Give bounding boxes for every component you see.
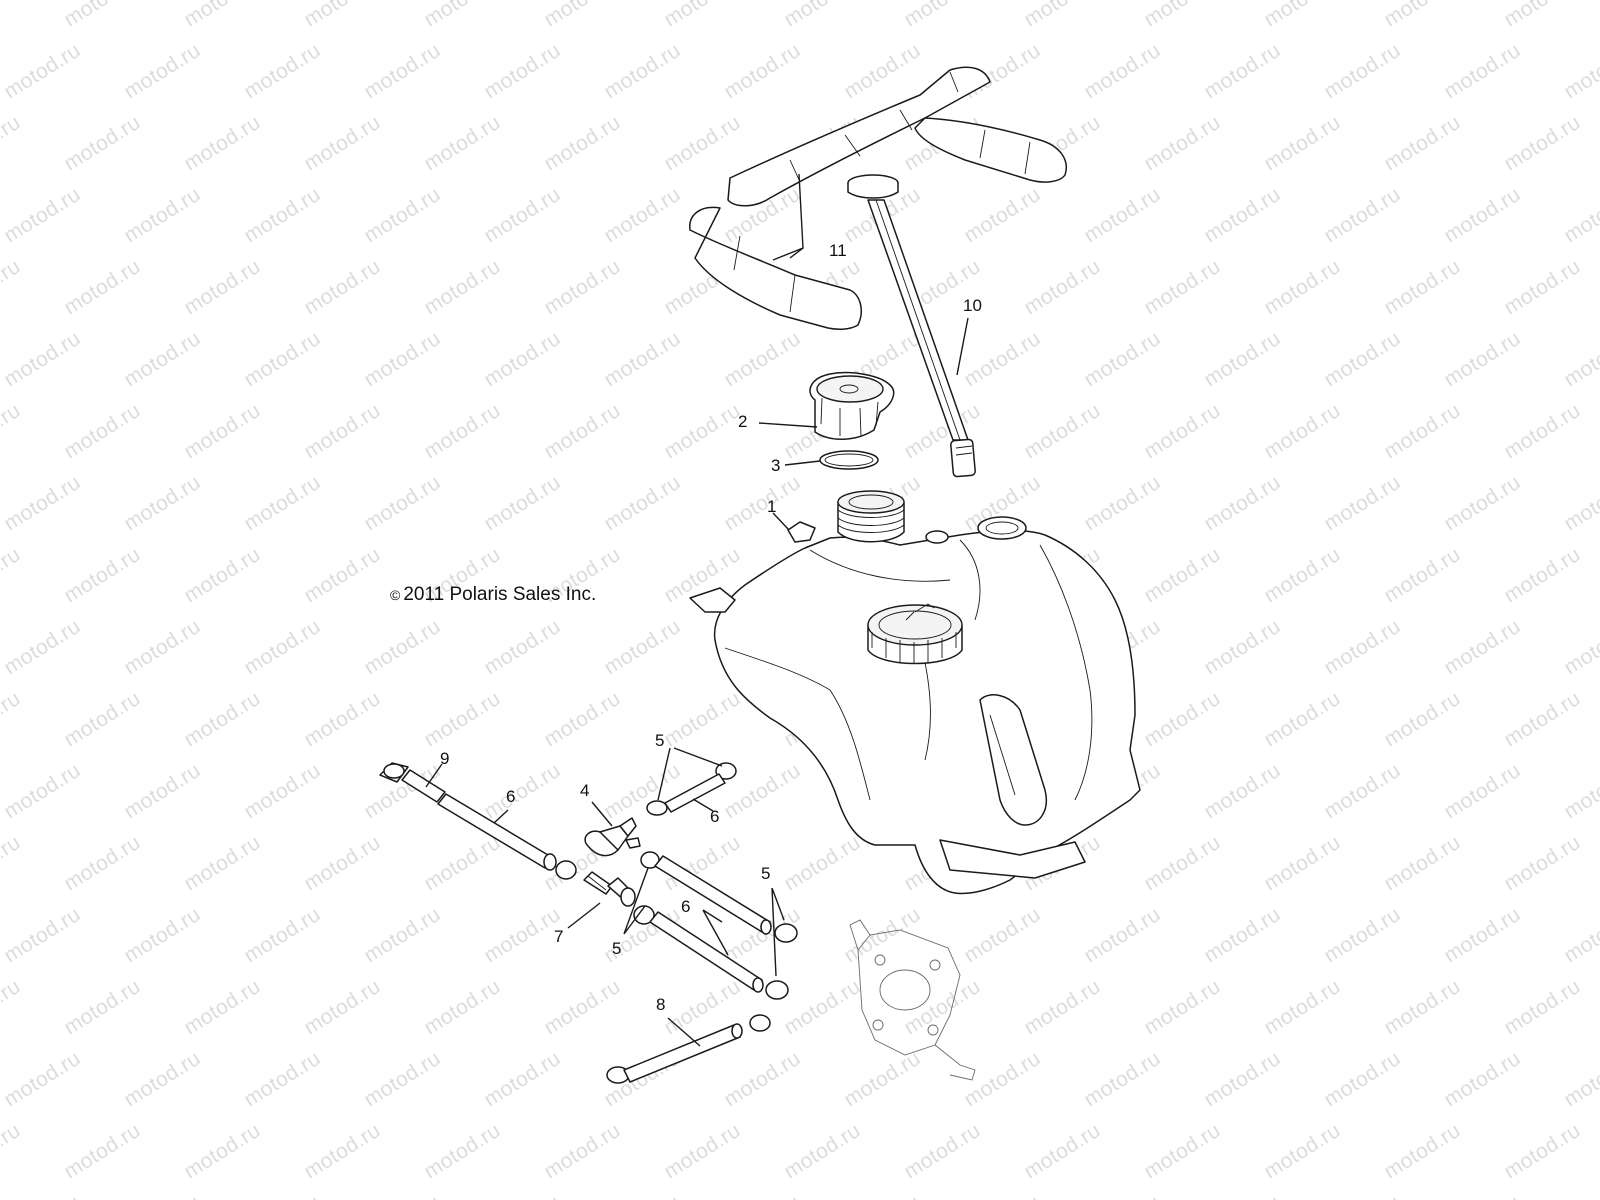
fuel-tank [689,490,1141,895]
leader-6-middle [702,909,729,956]
callout-4: 4 [580,781,590,800]
leader-2 [758,422,818,428]
leader-9 [425,763,443,788]
hose-6-left [437,793,557,871]
leader-8 [667,1017,701,1047]
fuel-shutoff-valve [584,817,641,857]
callout-5-lower: 5 [612,939,622,958]
tank-pad-rear [727,66,1067,207]
callout-3: 3 [771,456,781,475]
callout-5-right: 5 [761,864,771,883]
callout-6-upper: 6 [710,807,720,826]
copyright-text: 2011 Polaris Sales Inc. [403,584,597,605]
leader-5-upper [657,747,723,801]
leader-4 [591,801,613,827]
hose-8 [623,1023,743,1083]
leader-6-left [493,809,509,824]
copyright-symbol: © [390,587,401,603]
callout-2: 2 [738,412,748,431]
callout-1: 1 [767,497,777,516]
leader-6-upper [692,798,714,812]
callout-8: 8 [656,995,666,1014]
tank-pad-front [689,206,862,330]
leader-5-lower [623,867,649,935]
callout-6-middle: 6 [681,897,691,916]
fuel-fitting [583,871,636,907]
hose-9 [379,762,446,803]
leader-3 [784,460,821,466]
fuel-pump [849,919,976,1081]
leader-11b [772,247,804,261]
leader-1 [772,512,790,531]
callout-11: 11 [829,241,847,260]
callout-7: 7 [554,927,564,946]
callout-6-left: 6 [506,787,516,806]
cap-o-ring [819,450,879,470]
hose-6-upper [664,773,726,813]
fuel-level-sender [847,174,976,478]
leader-10 [956,317,969,376]
hose-6-middle [649,855,772,993]
callout-5-upper: 5 [655,731,665,750]
fuel-cap [809,371,895,440]
callout-9: 9 [440,749,450,768]
copyright-notice: ©2011 Polaris Sales Inc. [390,584,596,606]
leader-5-right [771,887,785,977]
clamps [555,762,798,1084]
leader-7 [567,902,601,929]
callout-10: 10 [963,296,982,315]
